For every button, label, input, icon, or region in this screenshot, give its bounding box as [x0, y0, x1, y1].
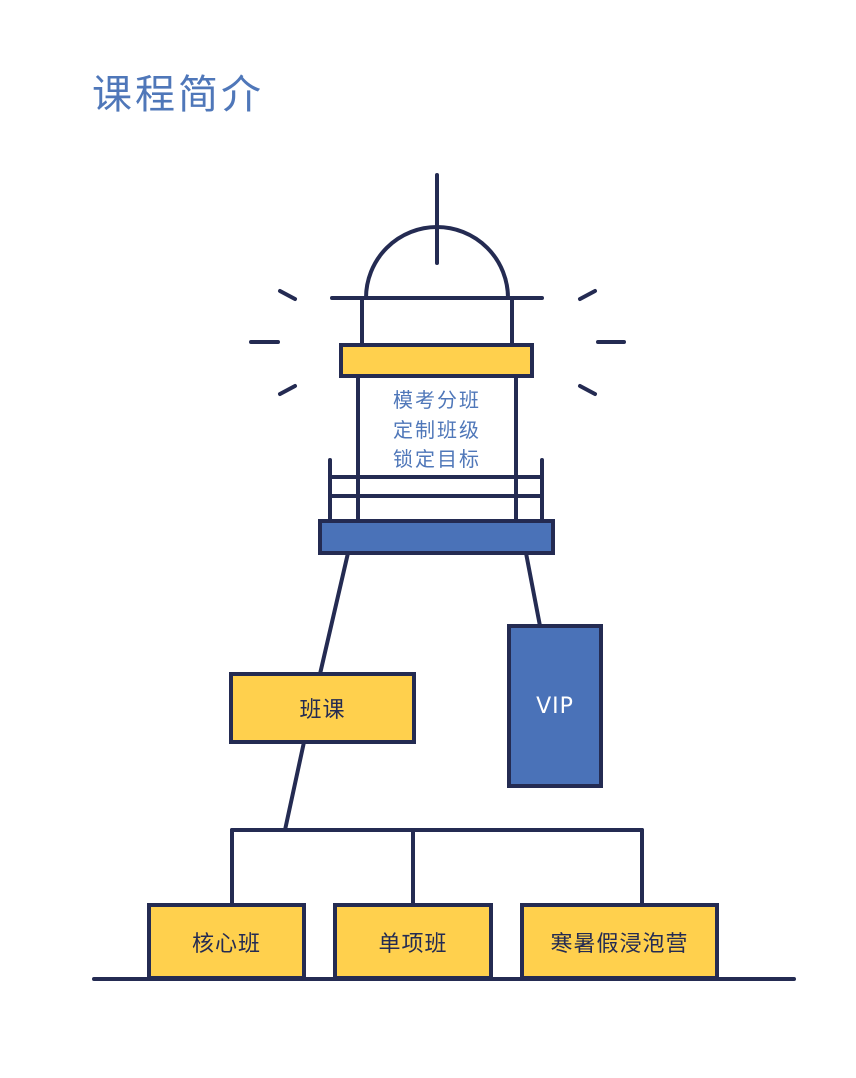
leaf-label-2: 单项班	[378, 931, 448, 957]
gallery-deck	[318, 519, 555, 555]
lamp-band	[339, 343, 534, 378]
leaf-label-3: 寒暑假浸泡营	[550, 931, 689, 957]
page-title: 课程简介	[92, 72, 264, 118]
class-label: 班课	[299, 698, 346, 723]
connector-class-to-branch	[283, 740, 306, 832]
ray-right-top	[578, 289, 597, 301]
leaf-box-2	[333, 903, 493, 980]
leaf-box-1	[147, 903, 306, 980]
vip-box	[507, 624, 603, 788]
lighthouse-line-3: 锁定目标	[393, 447, 481, 471]
leaf-box-3	[520, 903, 719, 980]
lighthouse-line-2: 定制班级	[393, 418, 481, 442]
vip-label: VIP	[536, 693, 574, 719]
ray-left-top	[278, 289, 297, 301]
lighthouse-line-1: 模考分班	[393, 388, 481, 412]
leaf-label-1: 核心班	[191, 931, 261, 957]
ray-right-bottom	[578, 384, 597, 396]
class-box	[229, 672, 416, 744]
lighthouse-dome	[364, 225, 510, 300]
ray-left-bottom	[278, 384, 297, 396]
connector-to-class	[318, 551, 350, 676]
connector-to-vip	[524, 551, 542, 628]
